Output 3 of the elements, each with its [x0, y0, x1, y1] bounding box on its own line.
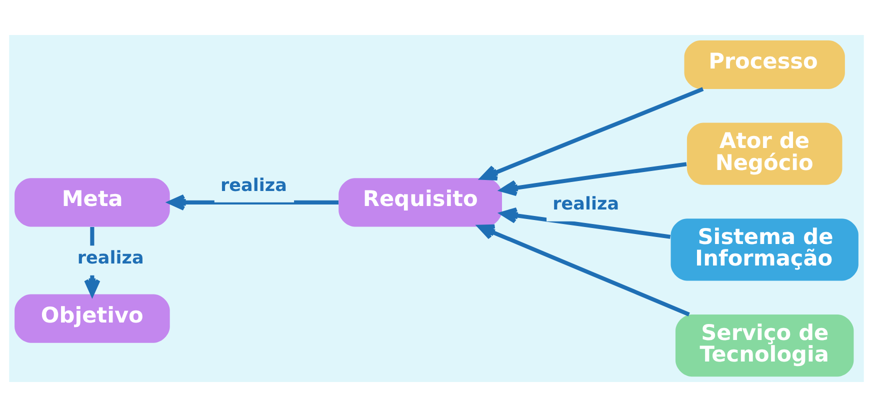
edge-label: realiza [77, 248, 144, 268]
edge-label: realiza [220, 175, 287, 196]
edge-label: realiza [552, 194, 620, 214]
